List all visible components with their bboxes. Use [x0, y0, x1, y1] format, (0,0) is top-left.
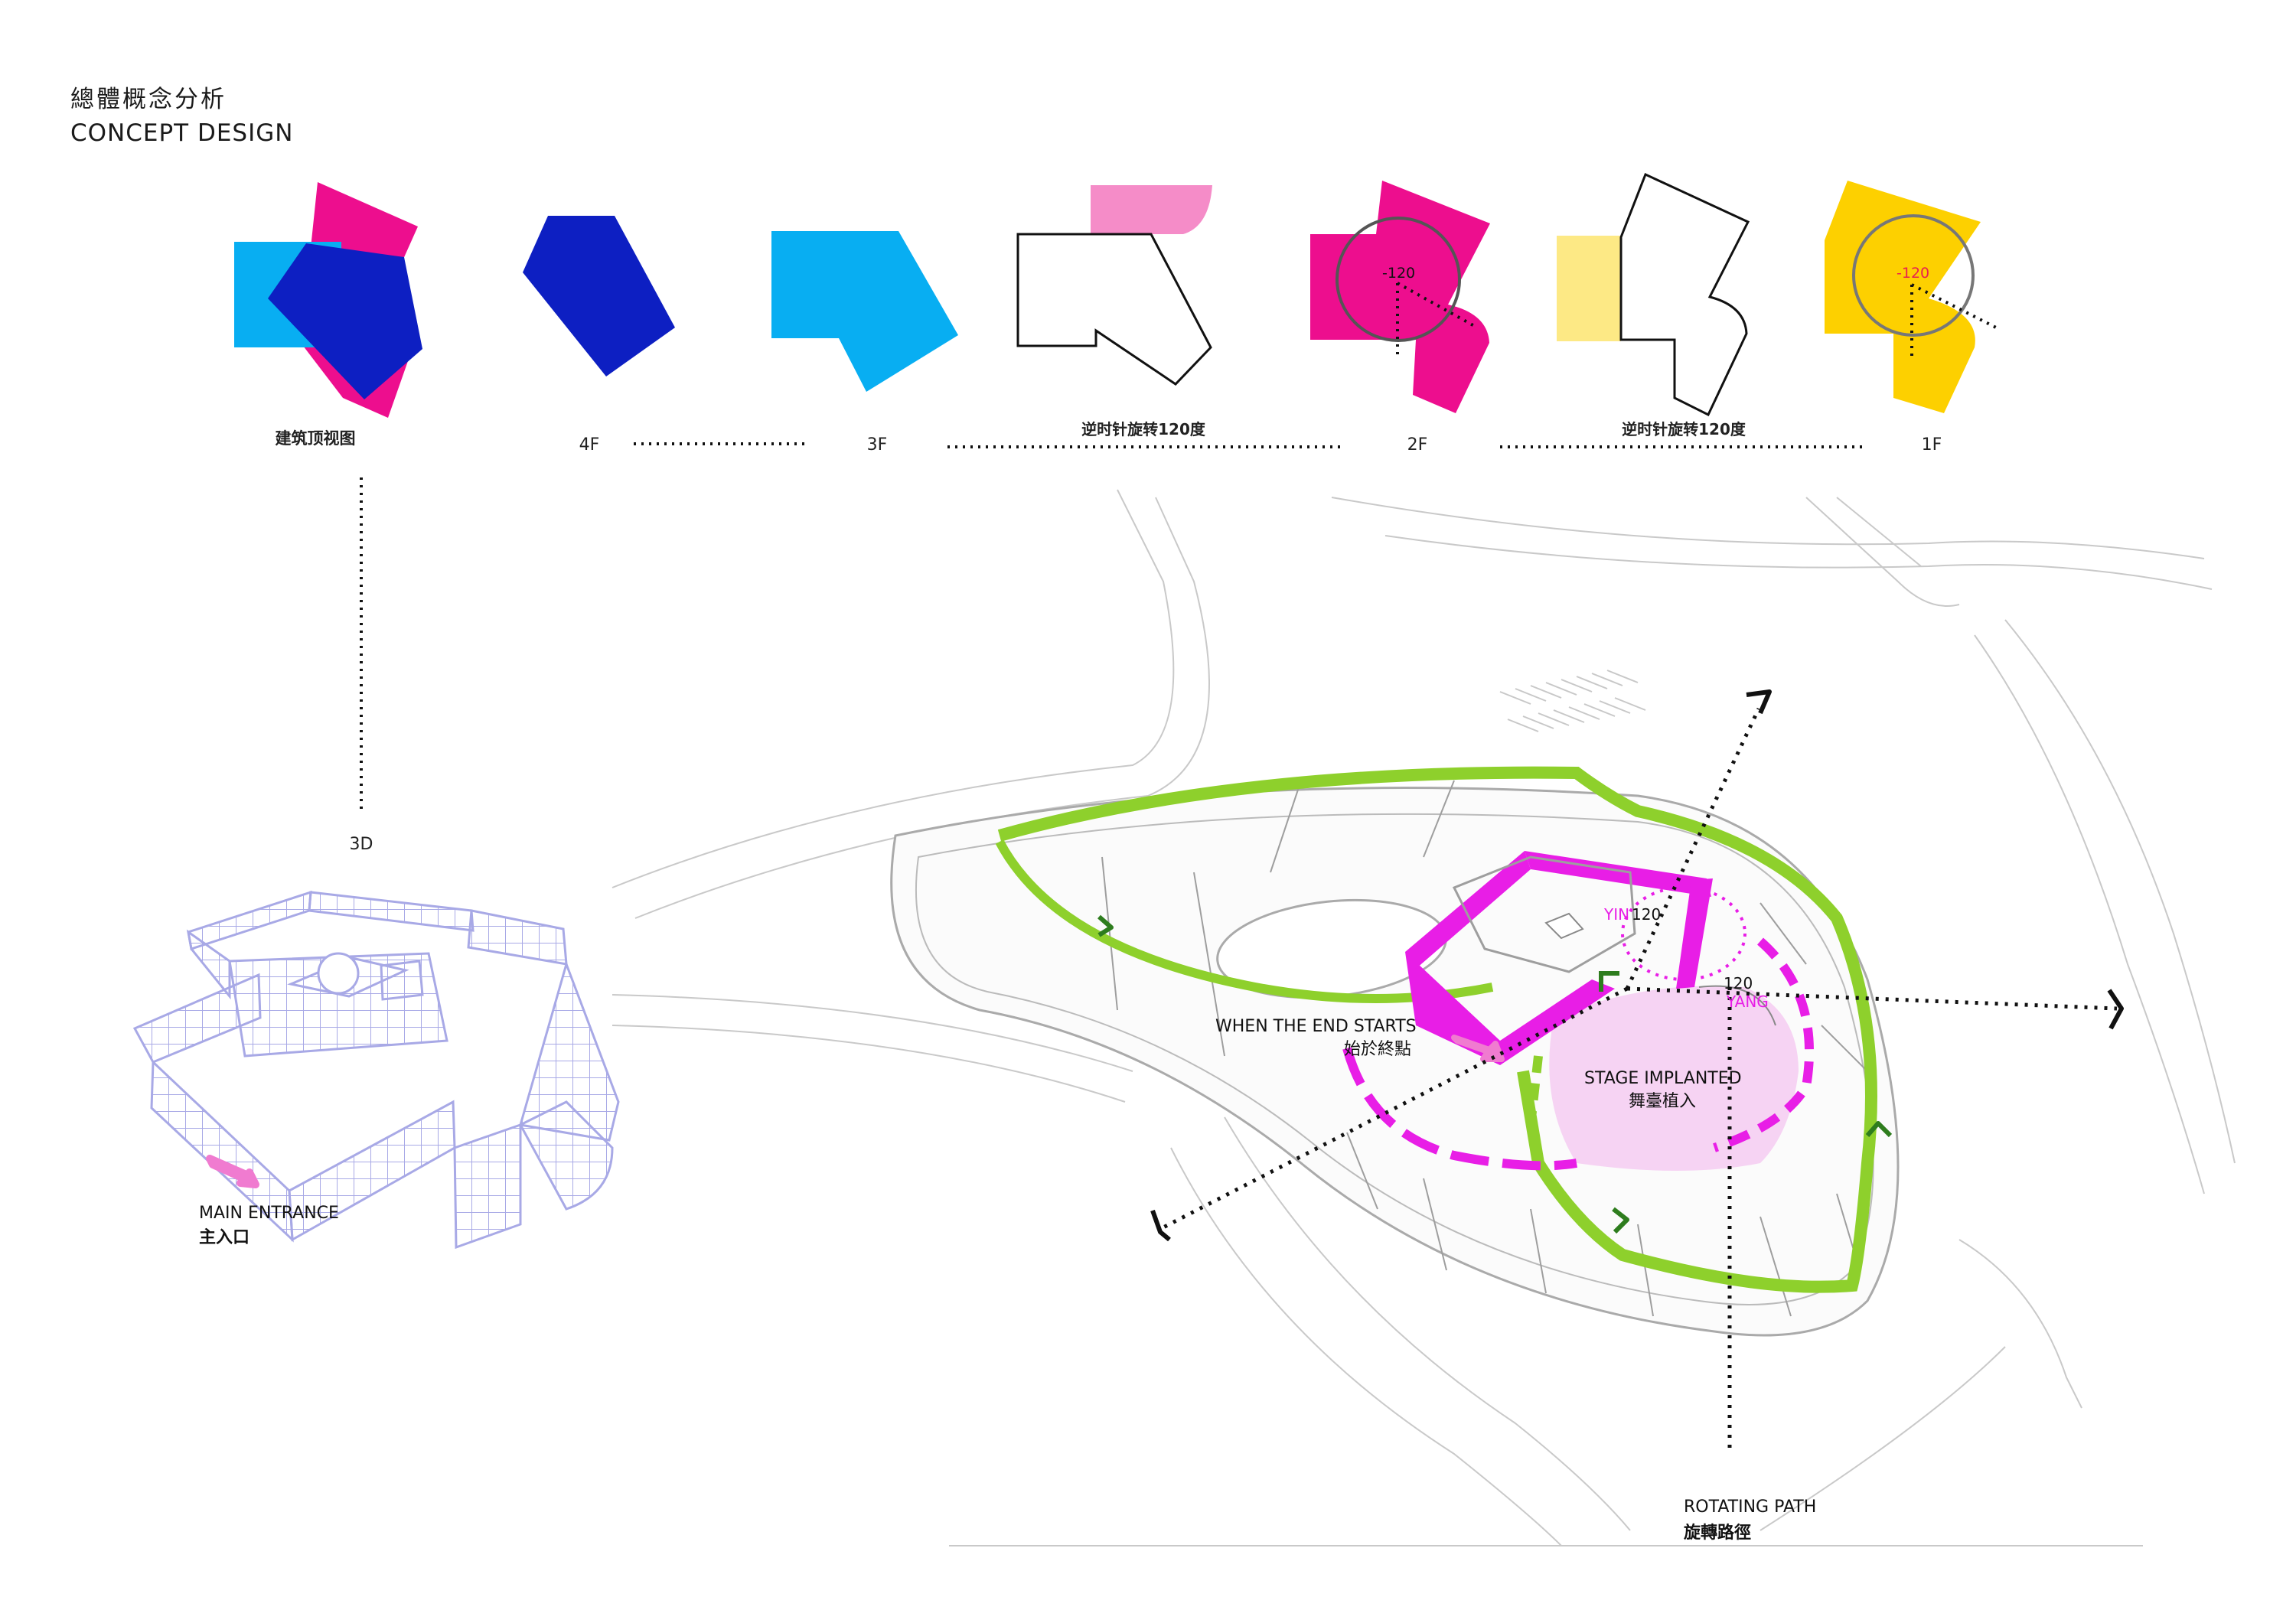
floor-4f-shape	[523, 216, 675, 376]
site-leaf-outline	[890, 787, 1900, 1337]
center-green-arrow-icon	[1599, 971, 1619, 992]
arrow-west-icon	[1097, 914, 1114, 937]
floor-rotation-pink-shape	[1091, 185, 1212, 234]
floor-rotation-outline	[1016, 233, 1212, 386]
stage-implanted-en: STAGE IMPLANTED	[1584, 1069, 1742, 1088]
site-facets	[1101, 780, 1868, 1317]
building-roof-frame	[1452, 855, 1636, 973]
site-entrance-arrow-icon	[1451, 1035, 1505, 1062]
yin-label: YIN	[1603, 905, 1629, 924]
building-tower	[1676, 878, 1713, 989]
rotating-path-cn: 旋轉路徑	[1684, 1523, 1751, 1543]
yang-angle: 120	[1724, 974, 1753, 992]
end-starts-en: WHEN THE END STARTS	[1215, 1017, 1417, 1036]
rotating-path-lime	[997, 766, 1877, 1293]
title-english: CONCEPT DESIGN	[70, 119, 294, 147]
main-entrance-cn: 主入口	[199, 1228, 249, 1247]
floor-3f-label: 3F	[867, 435, 888, 455]
path-direction-arrows	[1097, 914, 1893, 1234]
yang-label: YANG	[1726, 992, 1769, 1011]
floor-1f-rotation-circle	[1852, 214, 1975, 337]
floor-1f-shape	[1825, 181, 1981, 413]
top-view-composite	[234, 182, 422, 418]
label-3d: 3D	[350, 835, 373, 854]
floor-2f-label: 2F	[1407, 435, 1428, 455]
title-chinese: 總體概念分析	[70, 86, 227, 113]
stage-implanted-area	[1549, 986, 1799, 1171]
main-entrance-arrow-icon	[206, 1155, 259, 1188]
yin-dotted-circle	[1621, 886, 1746, 981]
floor-1f-label: 1F	[1922, 435, 1942, 455]
floor-3f-shape	[771, 231, 958, 392]
arrow-south-icon	[1612, 1207, 1629, 1234]
floor-2f-rotation-circle	[1336, 217, 1461, 342]
roof-skylight	[1544, 912, 1584, 940]
end-starts-dashed-arc	[1342, 1047, 1577, 1171]
floor-1f-group: -120	[1825, 181, 1997, 413]
axis-east-arrow-icon	[2107, 989, 2124, 1030]
floor-2f-group: -120	[1310, 181, 1490, 413]
axis-north-arrow-icon	[1746, 689, 1772, 715]
top-view-label: 建筑顶视图	[276, 429, 356, 448]
rotation-note-1: 逆时针旋转120度	[1081, 420, 1206, 438]
yin-yang-dashed-arc	[1713, 937, 1814, 1152]
end-starts-cn: 始於終點	[1344, 1040, 1411, 1059]
building-wall-west	[1405, 851, 1531, 969]
rotating-path-en: ROTATING PATH	[1684, 1498, 1816, 1517]
floor-rotation-outline-2	[1619, 172, 1750, 417]
floor-4f-label: 4F	[579, 435, 600, 455]
axis-west-arrow-icon	[1150, 1209, 1171, 1242]
floor-rotation-yellow-light	[1557, 236, 1621, 341]
axis-arrowheads	[1150, 689, 2124, 1242]
parking-hatch	[1499, 670, 1646, 732]
rotation-axes	[1162, 707, 2118, 1454]
main-entrance-en: MAIN ENTRANCE	[199, 1204, 339, 1223]
floor-2f-shape	[1310, 181, 1490, 413]
floor-1f-angle: -120	[1896, 265, 1929, 282]
top-view-navy-shape	[268, 243, 422, 399]
yin-angle: 120	[1632, 905, 1661, 924]
floor-2f-angle: -120	[1382, 265, 1415, 282]
rotation-note-2: 逆时针旋转120度	[1622, 420, 1746, 438]
stage-implanted-cn: 舞臺植入	[1629, 1092, 1696, 1111]
arrow-east-icon	[1865, 1121, 1893, 1138]
rotating-path-dash	[1526, 1055, 1543, 1126]
wireframe-3d-model	[132, 890, 620, 1250]
